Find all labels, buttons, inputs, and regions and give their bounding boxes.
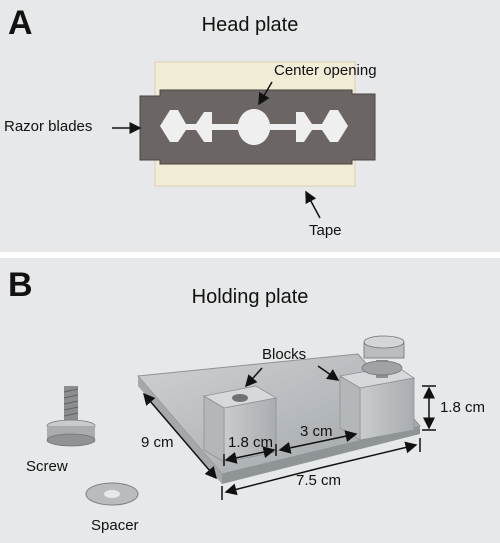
spacer-hole (104, 490, 120, 498)
panel-b-letter: B (8, 266, 33, 304)
panel-a-letter: A (8, 4, 33, 42)
dim-gap-label: 3 cm (300, 423, 333, 440)
right-block-side (339, 375, 361, 441)
panel-b-title: Holding plate (191, 286, 309, 308)
screw-thread-lines (63, 388, 79, 417)
dim-depth-label: 9 cm (141, 434, 174, 451)
dim-length-label: 7.5 cm (296, 472, 342, 489)
screw-label: Screw (26, 458, 68, 475)
dim-length-arrow-right (319, 441, 418, 469)
right-screw-knob-top (363, 335, 405, 349)
holding-plate-side (138, 376, 222, 484)
tape-label: Tape (309, 222, 342, 239)
dim-block-height-label: 1.8 cm (440, 399, 486, 416)
left-block-side (203, 395, 225, 463)
holding-plate-edge (222, 426, 420, 484)
screw-head-bottom (46, 433, 96, 447)
tape-arrow (305, 190, 321, 219)
head-plate-illustration (112, 61, 376, 219)
blocks-label: Blocks (262, 346, 307, 363)
dim-width-arrow-left (224, 451, 251, 464)
dim-length-arrow-left (224, 467, 321, 496)
dim-depth-arrow-down (179, 435, 217, 480)
razor-blades-label: Razor blades (4, 118, 93, 135)
dim-gap-arrow-right (317, 430, 358, 443)
spacer-label: Spacer (91, 517, 139, 534)
panel-b-holding-plate: B Holding plate (0, 258, 500, 543)
left-block-front (223, 397, 277, 463)
dim-depth-arrow-up (143, 392, 181, 437)
blocks-arrow-right (317, 365, 340, 381)
blocks-arrow-left (245, 367, 263, 388)
dim-gap-arrow-left (278, 441, 319, 454)
dim-width-arrow-right (249, 446, 276, 459)
panel-a-head-plate: A Head plate Center opening Razor blades… (0, 0, 500, 252)
panel-a-title: Head plate (201, 14, 299, 36)
left-block-hole (232, 394, 248, 402)
right-screw-nut (361, 360, 403, 376)
center-opening-label: Center opening (274, 62, 377, 79)
dim-block-width-label: 1.8 cm (228, 434, 274, 451)
holding-plate-illustration (46, 335, 436, 506)
blade-cutout (160, 109, 348, 145)
right-block-front (359, 377, 415, 441)
center-opening-arrow (258, 81, 273, 106)
